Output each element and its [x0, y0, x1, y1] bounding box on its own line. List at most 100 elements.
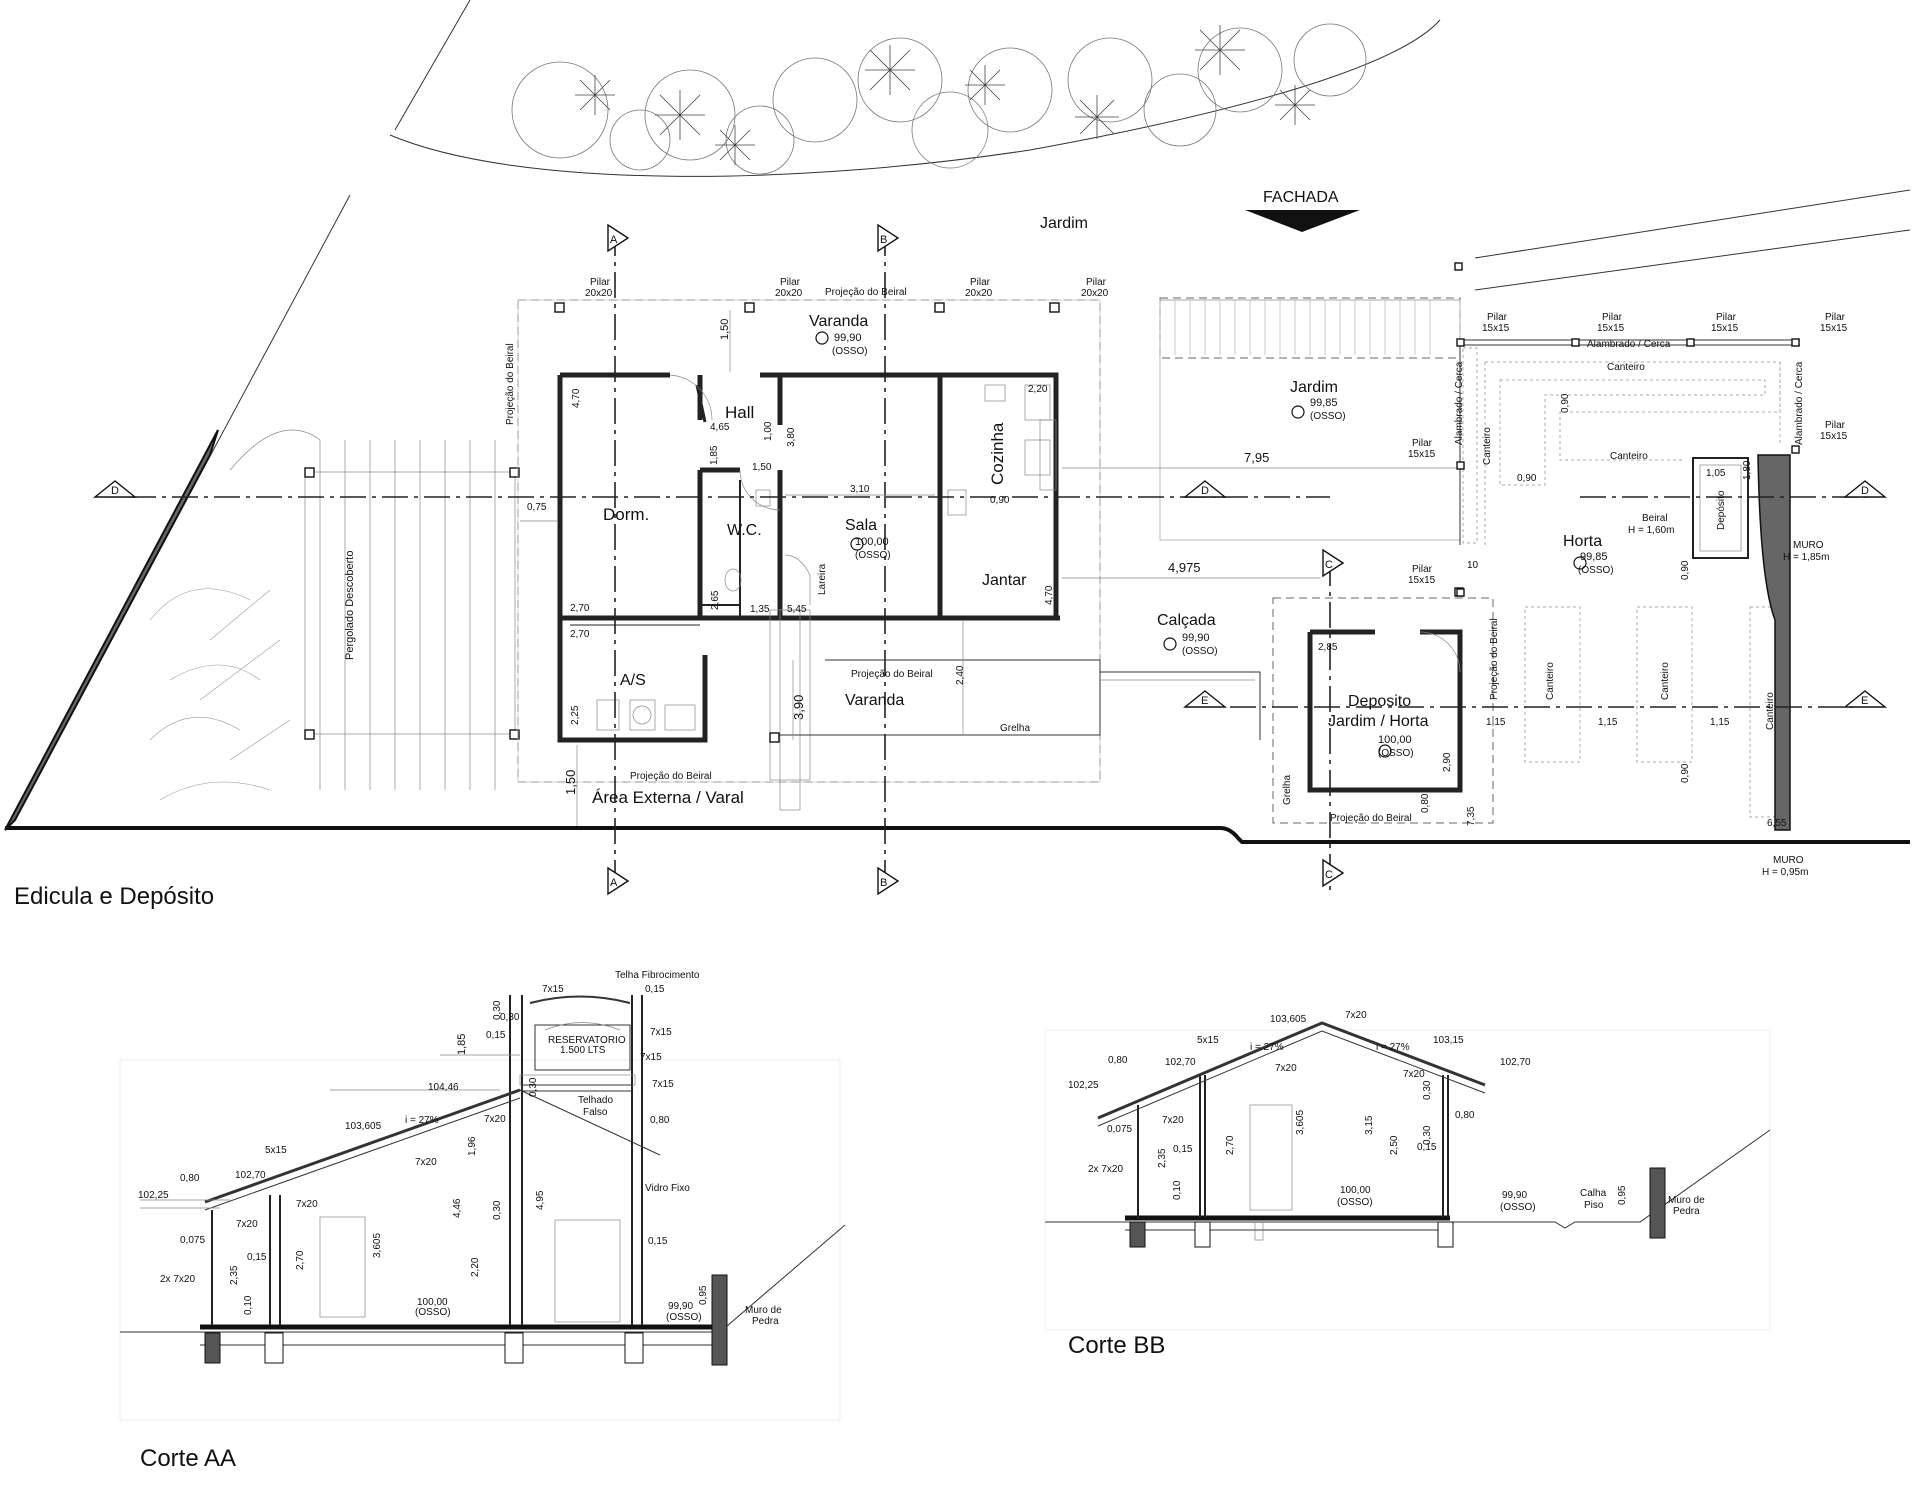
room-hall: Hall [725, 403, 754, 422]
pilar-label: Pilar [1825, 420, 1846, 431]
dim: 0,80 [1108, 1055, 1128, 1066]
canteiro-label-2: Canteiro [1610, 451, 1648, 462]
level-varanda: 99,90 [834, 332, 862, 344]
dim: 2,40 [955, 665, 966, 685]
dim: 0,95 [1617, 1185, 1628, 1205]
aa-muro: Muro de [745, 1305, 782, 1316]
level-osso: (OSSO) [1378, 748, 1414, 759]
dim: 2,35 [1157, 1148, 1168, 1168]
dim: 1,85 [456, 1034, 468, 1055]
horta-plan [1159, 262, 1800, 831]
dim: 2,90 [1442, 752, 1453, 772]
room-jardim: Jardim [1290, 379, 1338, 396]
dim: 1,15 [1598, 717, 1618, 728]
pilar-label: Pilar [1412, 438, 1433, 449]
dim: 0,80 [650, 1115, 670, 1126]
pilar-label: Pilar [1412, 564, 1433, 575]
svg-text:A: A [610, 234, 618, 246]
room-varanda-top: Varanda [809, 313, 868, 330]
dim: 7x20 [1275, 1063, 1297, 1074]
dim: 7x20 [236, 1219, 258, 1230]
dim: 3,90 [791, 695, 806, 720]
dim: 1,15 [1486, 717, 1506, 728]
dim: 0,15 [1173, 1144, 1193, 1155]
dim: 0,30 [492, 1000, 503, 1020]
room-cozinha: Cozinha [988, 422, 1007, 485]
dim: 0,95 [698, 1285, 709, 1305]
level-osso: (OSSO) [1182, 646, 1218, 657]
level-deposito: 100,00 [1378, 734, 1412, 746]
pilar-size: 20x20 [965, 288, 993, 299]
level-osso: (OSSO) [832, 346, 868, 357]
bb-pedra: Pedra [1673, 1206, 1700, 1217]
dim: 7x15 [652, 1079, 674, 1090]
dim: 2,35 [229, 1265, 240, 1285]
dim: 0,075 [1107, 1124, 1132, 1135]
dim: 2,70 [295, 1250, 306, 1270]
dim: 5x15 [265, 1145, 287, 1156]
plan-dimensions: 1,50 4,65 4,70 1,00 3,80 1,85 1,50 3,10 … [520, 310, 1787, 829]
muro-label-2: MURO [1773, 855, 1804, 866]
dim: 2,20 [1028, 384, 1048, 395]
dim: 102,25 [138, 1190, 169, 1201]
dim: 0,30 [1422, 1080, 1433, 1100]
bb-slope-2: i = 27% [1376, 1042, 1410, 1053]
dim: 0,90 [1517, 473, 1537, 484]
pergolado-label: Pergolado Descoberto [344, 551, 356, 660]
pilar-label: Pilar [970, 277, 991, 288]
room-deposito-sub: Jardim / Horta [1328, 713, 1429, 730]
pilar-label: Pilar [1487, 312, 1508, 323]
dim: 1,00 [763, 421, 774, 441]
pilar-label: Pilar [1086, 277, 1107, 288]
jardim-hatch [1174, 300, 1431, 355]
svg-text:B: B [880, 877, 887, 889]
room-as: A/S [620, 672, 646, 689]
dim: 1,50 [719, 319, 731, 340]
room-labels: Varanda Hall Dorm. W.C. Sala Cozinha Jan… [592, 215, 1776, 807]
aa-osso: (OSSO) [415, 1307, 451, 1318]
dim: 4,95 [535, 1190, 546, 1210]
dim: 7,95 [1244, 450, 1269, 465]
canteiro-label-6: Canteiro [1765, 692, 1776, 730]
dim: 0,15 [486, 1030, 506, 1041]
plan-title: Edicula e Depósito [14, 883, 214, 910]
pilar-size: 15x15 [1482, 323, 1510, 334]
dim: 0,30 [1422, 1125, 1433, 1145]
room-calcada: Calçada [1157, 612, 1216, 629]
dim: 7x15 [542, 984, 564, 995]
dim: 2,85 [1318, 642, 1338, 653]
bb-calha: Calha [1580, 1188, 1607, 1199]
corte-aa-title: Corte AA [140, 1445, 236, 1472]
aa-reservatorio: RESERVATORIO [548, 1035, 626, 1046]
svg-text:D: D [1861, 485, 1869, 497]
bb-slope: i = 27% [1250, 1042, 1284, 1053]
dim: 0,10 [243, 1295, 254, 1315]
dim: 6,55 [1767, 818, 1787, 829]
dim: 0,90 [1680, 763, 1691, 783]
dim: 7x20 [1162, 1115, 1184, 1126]
bb-osso: (OSSO) [1337, 1197, 1373, 1208]
corte-aa: Telha Fibrocimento RESERVATORIO 1.500 LT… [119, 970, 846, 1472]
dim: 3,605 [1295, 1110, 1306, 1135]
dim: 100,00 [1340, 1185, 1371, 1196]
tree-canopy-group [389, 0, 1911, 291]
aa-pedra: Pedra [752, 1316, 779, 1327]
pilar-size: 15x15 [1408, 575, 1436, 586]
pilar-label: Pilar [780, 277, 801, 288]
aa-telhado: Telhado [578, 1095, 613, 1106]
dim: 100,00 [417, 1297, 448, 1308]
aa-telha: Telha Fibrocimento [615, 970, 700, 981]
room-deposito: Deposito [1348, 693, 1411, 710]
fachada-arrow [1245, 210, 1360, 232]
dim: 7x20 [1403, 1069, 1425, 1080]
pilar-size: 15x15 [1820, 323, 1848, 334]
dim: 1,05 [1706, 468, 1726, 479]
room-jantar: Jantar [982, 572, 1027, 589]
dim: 3,15 [1364, 1115, 1375, 1135]
dim: 0,75 [527, 502, 547, 513]
dim: 103,15 [1433, 1035, 1464, 1046]
dim: 2,65 [710, 590, 721, 610]
pilar-size: 15x15 [1820, 431, 1848, 442]
dim: 3,10 [850, 484, 870, 495]
dim: 7x20 [415, 1157, 437, 1168]
